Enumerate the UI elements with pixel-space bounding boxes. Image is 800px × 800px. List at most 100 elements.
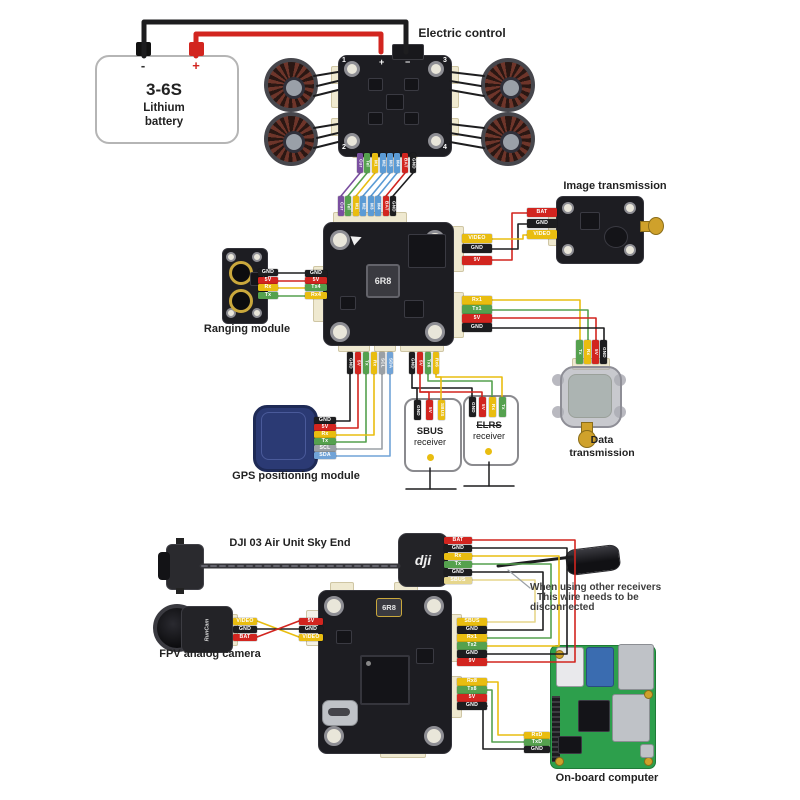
- battery-plus-label: +: [192, 58, 200, 73]
- pi-mount-hole: [555, 757, 564, 766]
- pin-tel: Tel: [364, 153, 370, 173]
- wire: [449, 141, 485, 149]
- data-transmission-title-line1: Data: [590, 434, 614, 446]
- wire: [435, 376, 503, 398]
- fc-component: [404, 300, 424, 318]
- pin-rx: Rx: [258, 284, 278, 291]
- pin-5v: 5V: [479, 397, 486, 417]
- receiver-note-line2: This wire needs to be: [537, 592, 639, 603]
- motor-4: [481, 112, 535, 166]
- pin-bat: BAT: [233, 634, 257, 641]
- pin-gnd: GND: [469, 397, 476, 417]
- wire: [335, 373, 367, 443]
- wire: [471, 579, 536, 623]
- pin-cur: Cur: [338, 196, 344, 216]
- wire: [486, 689, 525, 743]
- pi-ethernet-port: [618, 644, 654, 690]
- pin-rx: Rx: [371, 352, 377, 374]
- pin-5v: 5V: [462, 314, 492, 323]
- pin-gnd: GND: [444, 569, 472, 576]
- pin-rx8: Rx8: [457, 678, 487, 686]
- esc-mcu: [386, 94, 404, 110]
- battery-size-label: 3-6S: [146, 80, 182, 99]
- pin-gnd: GND: [524, 746, 550, 753]
- dji-air-unit-title: DJI 03 Air Unit Sky End: [229, 537, 351, 549]
- esc-corner-1: 1: [342, 57, 346, 64]
- pin-video: VIDEO: [527, 230, 557, 239]
- fc-inductor: 6R8: [366, 264, 400, 298]
- esc-fet: [368, 112, 383, 125]
- pin-bat: BAT: [527, 208, 557, 217]
- pin-rxd: RxD: [524, 732, 550, 739]
- elrs-antenna-dot: [485, 448, 492, 455]
- lfc-usbc-slot: [328, 708, 350, 716]
- data-transmission-title-line2: transmission: [569, 447, 635, 459]
- esc-hole: [428, 133, 444, 149]
- ranging-hole: [252, 252, 262, 262]
- lfc-component: [336, 630, 352, 644]
- pi-mount-hole: [644, 757, 653, 766]
- pin-m4: M4: [375, 196, 381, 216]
- ranging-hole: [226, 252, 236, 262]
- pin-rx: Rx: [444, 553, 472, 560]
- wire: [193, 31, 384, 59]
- esc-fet: [368, 78, 383, 91]
- pin-5v: 5V: [305, 277, 327, 284]
- pin-rx6: Rx6: [433, 352, 439, 374]
- wire: [491, 212, 528, 261]
- fpv-camera-brand: RunCam: [204, 618, 210, 641]
- pin-tx: Tx: [444, 561, 472, 568]
- wire: [496, 555, 574, 568]
- pin-sda: SDA: [314, 452, 336, 459]
- wire: [256, 620, 300, 638]
- vtx-hole: [624, 202, 636, 214]
- pin-gnd: GND: [314, 417, 336, 424]
- pin-video: VIDEO: [233, 618, 257, 625]
- pin-m2: M2: [360, 196, 366, 216]
- pin-5v: 5V: [417, 352, 423, 374]
- esc-corner-4: 4: [443, 144, 447, 151]
- datatx-sma-connector: [578, 430, 596, 448]
- pin-5v: 5V: [457, 694, 487, 702]
- pin-tx: Tx: [576, 340, 583, 364]
- pin-5v: 5V: [314, 424, 336, 431]
- dji-air-unit: dji: [398, 533, 448, 587]
- pin-m3: M3: [368, 196, 374, 216]
- pin-cur: Cur: [357, 153, 363, 173]
- datatx-inner-pcb: [568, 374, 612, 418]
- lfc-inductor-label: 6R8: [382, 603, 396, 612]
- fpv-camera-body: RunCam: [181, 606, 233, 653]
- pin-5v: 5V: [258, 277, 278, 284]
- wire: [486, 681, 525, 736]
- esc-fet: [404, 78, 419, 91]
- esc-hole: [428, 61, 444, 77]
- wire: [340, 172, 361, 197]
- battery-terminal-neg: [136, 42, 151, 56]
- elrs-receiver-label-line1: ELRS: [476, 420, 502, 431]
- pin-m3: M3: [387, 153, 393, 173]
- battery-label-line1: Lithium: [143, 102, 185, 114]
- pin-gnd: GND: [390, 196, 396, 216]
- pin-sbus: SBUS: [438, 400, 445, 420]
- sbus-antenna-dot: [427, 454, 434, 461]
- pin-gnd: GND: [457, 626, 487, 634]
- wire: [491, 317, 597, 341]
- wire: [256, 620, 300, 638]
- pi-mount-hole: [555, 650, 564, 659]
- pin-txd: TxD: [524, 739, 550, 746]
- sbus-receiver: [404, 398, 462, 472]
- pin-tx: Tx: [314, 438, 336, 445]
- pin-5v: 5V: [299, 618, 323, 625]
- wire: [491, 234, 528, 240]
- esc-corner-3: 3: [443, 57, 447, 64]
- pin-sbus: SBUS: [457, 618, 487, 626]
- ranging-module-title: Ranging module: [203, 323, 291, 335]
- vtx-hole: [562, 244, 574, 256]
- pin-bat: BAT: [444, 537, 472, 544]
- electric-control-title: Electric control: [418, 26, 506, 40]
- esc-hole: [344, 61, 360, 77]
- pin-rx1: Rx1: [462, 296, 492, 305]
- vtx-hole: [562, 202, 574, 214]
- dji-camera-tab: [176, 588, 184, 594]
- wire: [385, 172, 406, 197]
